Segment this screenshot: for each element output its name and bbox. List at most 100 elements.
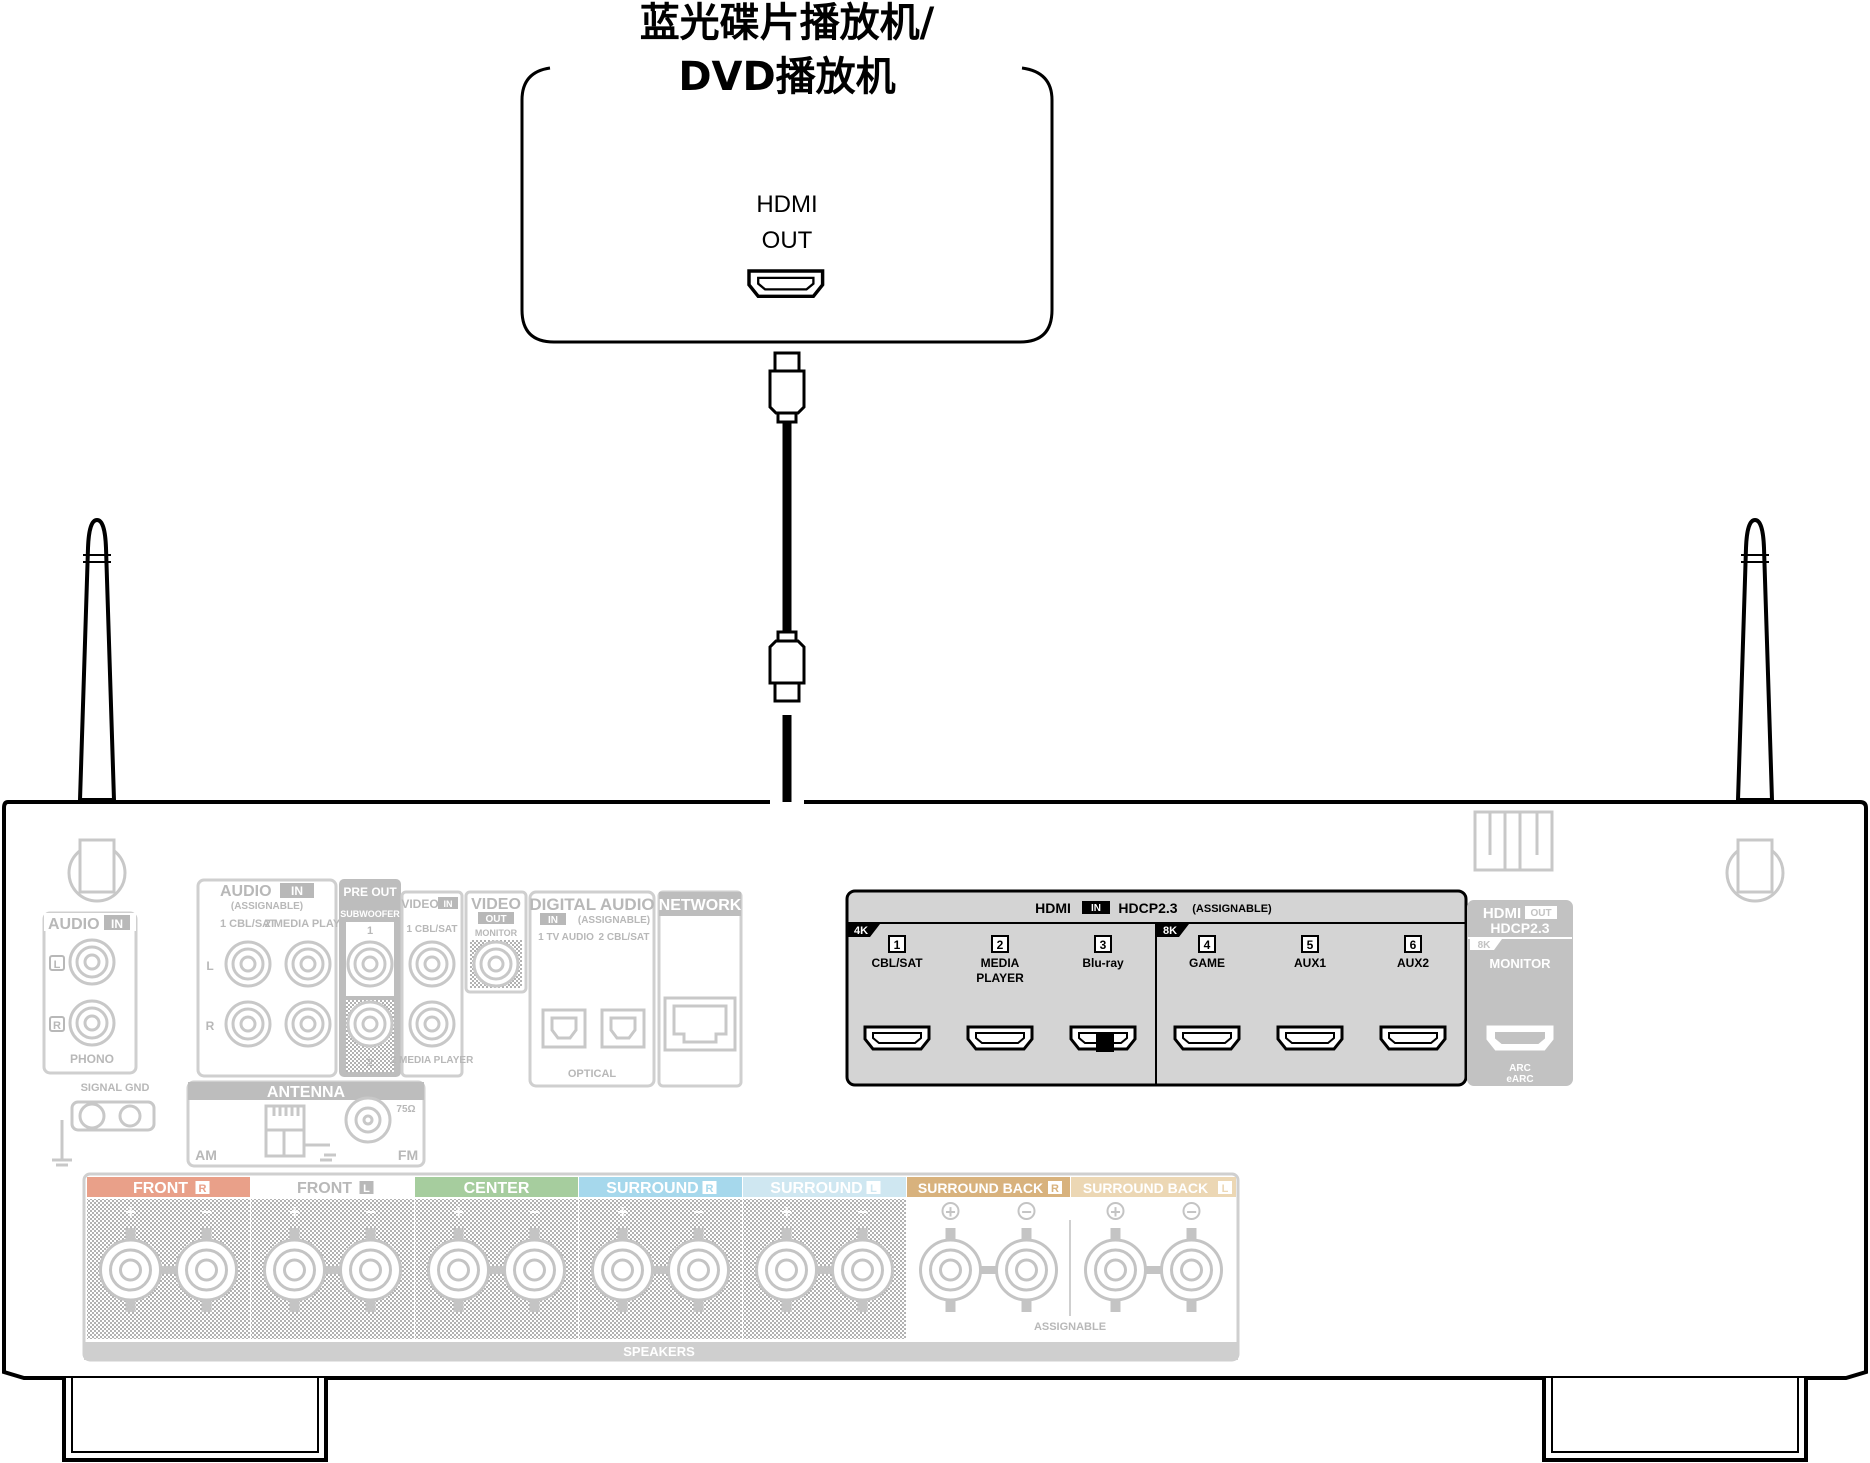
assignable-label: (ASSIGNABLE) [231,901,303,912]
plus-sign: + [1110,1202,1121,1222]
audio-in-2-r-jack[interactable] [284,1000,332,1048]
speaker-channel-side: R [1051,1183,1059,1195]
hdmi-in-socket[interactable] [1379,1025,1447,1051]
speakers-label: SPEAKERS [623,1344,695,1359]
hdmi-in-port-name-line2: PLAYER [976,971,1024,985]
speaker-post-plus[interactable] [427,1238,490,1302]
cable-plug-bottom [768,639,806,685]
av-receiver: AUDIO IN L R PHONO SIGNAL GND AUDIO IN (… [2,800,1868,1462]
am-terminal[interactable] [264,1104,336,1162]
in-badge: IN [548,915,558,926]
ethernet-port[interactable] [663,996,737,1052]
digital-assignable-label: (ASSIGNABLE) [578,915,650,926]
subwoofer-2-jack[interactable] [346,1000,394,1048]
video-out-monitor-jack[interactable] [472,940,520,988]
cable-plug-top [768,369,806,415]
network-panel: NETWORK [657,890,743,1088]
hdmi-in-label: HDMI [1035,900,1071,916]
hdmi-in-socket[interactable] [966,1025,1034,1051]
minus-sign: − [857,1202,868,1222]
hdmi-in-port-number: 4 [1204,938,1211,952]
hdmi-in-socket[interactable] [1276,1025,1344,1051]
plus-sign: + [945,1202,956,1222]
sub1-label: 1 [367,925,373,937]
hdmi-in-badge: IN [1091,903,1101,914]
signal-gnd-label: SIGNAL GND [81,1082,150,1094]
video-in-2-jack[interactable] [408,1000,456,1048]
speaker-post-minus[interactable] [339,1238,402,1302]
speaker-post-plus[interactable] [755,1238,818,1302]
speaker-post-plus[interactable] [919,1238,982,1302]
speaker-channel-side: R [199,1183,207,1195]
audio-in-assignable-panel: AUDIO IN (ASSIGNABLE) 1 CBL/SAT 2 MEDIA … [196,878,356,1078]
speaker-post-minus[interactable] [175,1238,238,1302]
speaker-post-plus[interactable] [1084,1238,1147,1302]
cable-end-into-bluray [1096,1034,1114,1052]
speaker-channel-name: SURROUND BACK [1083,1180,1208,1196]
fm-label: FM [398,1147,418,1163]
hdmi-out-badge-8k: 8K [1478,940,1492,951]
speaker-post-plus[interactable] [591,1238,654,1302]
antenna-label: ANTENNA [267,1084,346,1101]
phono-r-jack[interactable] [68,999,116,1047]
audio-in-phono-panel: AUDIO IN L R PHONO [42,911,138,1075]
phono-r-label: R [53,1020,61,1032]
hdmi-out-hdcp: HDCP2.3 [1490,920,1549,936]
speaker-channel-name: CENTER [464,1180,530,1197]
device-hdmi-out-port[interactable] [747,269,825,299]
speaker-post-minus[interactable] [503,1238,566,1302]
hdmi-out-label-line2: OUT [762,227,813,254]
hdmi-out-monitor-port[interactable] [1486,1025,1554,1051]
audio-src2-label: 2 MEDIA PLAYER [265,918,356,930]
pre-out-subwoofer-panel: PRE OUT SUBWOOFER 1 2 [339,879,401,1077]
speaker-channel-name: FRONT [297,1180,352,1197]
hdmi-in-socket[interactable] [863,1025,931,1051]
phono-l-jack[interactable] [68,938,116,986]
audio-in-2-l-jack[interactable] [284,940,332,988]
video-src1-label: 1 CBL/SAT [407,924,458,935]
fm-terminal[interactable] [344,1096,392,1144]
optical-label: OPTICAL [568,1068,617,1080]
subwoofer-1-jack[interactable] [346,940,394,988]
speaker-post-plus[interactable] [99,1238,162,1302]
audio-in-assign-label: AUDIO [220,883,272,900]
speaker-post-minus[interactable] [831,1238,894,1302]
signal-gnd-terminal[interactable] [52,1100,156,1167]
out-badge: OUT [485,914,506,925]
pre-out-label: PRE OUT [343,885,397,899]
speaker-post-minus[interactable] [667,1238,730,1302]
video-out-label: VIDEO [471,896,521,913]
fm-ohm-label: 75Ω [396,1104,415,1115]
video-out-panel: VIDEO OUT MONITOR [464,890,528,994]
video-monitor-label: MONITOR [475,928,518,938]
plus-sign: + [289,1202,300,1222]
audio-in-1-r-jack[interactable] [224,1000,272,1048]
speaker-post-plus[interactable] [263,1238,326,1302]
hdmi-in-socket[interactable] [1173,1025,1241,1051]
subwoofer-label: SUBWOOFER [340,909,400,919]
speaker-channel-name: SURROUND [770,1180,862,1197]
sub2-label: 2 [367,1057,373,1069]
speaker-post-minus[interactable] [1160,1238,1223,1302]
hdmi-out-panel: HDMI OUT HDCP2.3 8K MONITOR ARC eARC [1467,900,1573,1086]
speaker-post-minus[interactable] [995,1238,1058,1302]
hdmi-in-port-name: Blu-ray [1082,956,1124,970]
digital-src2-label: 2 CBL/SAT [599,932,650,943]
minus-sign: − [365,1202,376,1222]
video-in-1-jack[interactable] [408,940,456,988]
speakers-assignable-label: ASSIGNABLE [1034,1321,1106,1333]
audio-in-1-l-jack[interactable] [224,940,272,988]
hdmi-out-badge: OUT [1530,908,1551,919]
